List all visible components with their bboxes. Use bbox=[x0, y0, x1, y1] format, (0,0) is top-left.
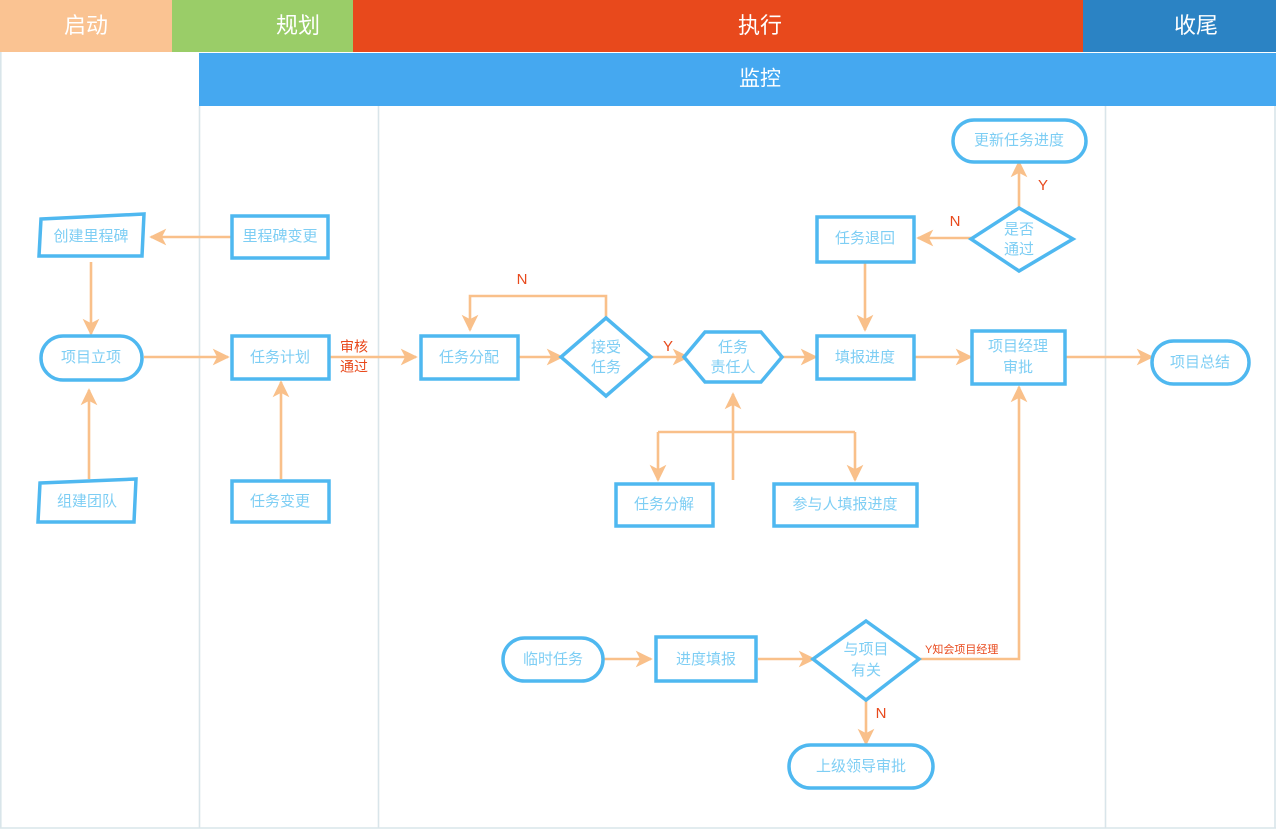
swimlane-dividers bbox=[0, 52, 1276, 829]
edge-label-approved-yes: Y bbox=[1038, 177, 1048, 194]
node-create-milestone[interactable]: 创建里程碑 bbox=[37, 212, 146, 258]
monitor-band[interactable]: 监控 bbox=[199, 53, 1276, 106]
node-update-task-progress[interactable]: 更新任务进度 bbox=[951, 118, 1088, 164]
node-progress-report-shape[interactable] bbox=[654, 635, 758, 683]
edge-related-yes-to-pm-approval bbox=[918, 385, 1028, 661]
node-task-return-label: 任务退回 bbox=[835, 230, 895, 247]
node-update-task-progress-label: 更新任务进度 bbox=[974, 132, 1064, 149]
node-fill-progress-shape[interactable] bbox=[815, 334, 916, 381]
node-task-return[interactable]: 任务退回 bbox=[815, 215, 916, 264]
node-create-milestone-shape[interactable] bbox=[37, 212, 146, 258]
phase-label-initiate: 启动 bbox=[64, 13, 108, 38]
node-project-summary[interactable]: 项目总结 bbox=[1150, 339, 1251, 386]
node-is-approved-label-line2: 通过 bbox=[1004, 241, 1034, 258]
phase-chevron-execute[interactable] bbox=[353, 0, 1118, 52]
edge-accept-task-no-to-task-assign bbox=[461, 294, 608, 332]
edge-label-accept-yes: Y bbox=[663, 338, 673, 355]
node-task-owner[interactable]: 任务 责任人 bbox=[681, 330, 785, 384]
node-task-change[interactable]: 任务变更 bbox=[230, 479, 331, 524]
node-accept-task[interactable]: 接受 任务 bbox=[558, 315, 654, 399]
node-accept-task-shape[interactable] bbox=[558, 315, 654, 399]
node-task-owner-label-line2: 责任人 bbox=[710, 359, 755, 376]
node-accept-task-label-line1: 接受 bbox=[591, 339, 621, 356]
phase-label-plan: 规划 bbox=[276, 13, 320, 38]
node-project-summary-label: 项目总结 bbox=[1170, 354, 1230, 371]
node-participant-report-shape[interactable] bbox=[772, 482, 919, 528]
node-task-plan[interactable]: 任务计划 bbox=[230, 334, 331, 381]
node-superior-approval-shape[interactable] bbox=[787, 743, 935, 790]
node-project-initiation-shape[interactable] bbox=[39, 334, 144, 382]
node-task-assign-shape[interactable] bbox=[419, 334, 520, 381]
node-temp-task-shape[interactable] bbox=[501, 636, 605, 683]
node-related-to-project-shape[interactable] bbox=[810, 618, 922, 703]
node-milestone-change-shape[interactable] bbox=[230, 214, 330, 260]
node-task-assign-label: 任务分配 bbox=[439, 349, 499, 366]
node-update-task-progress-shape[interactable] bbox=[951, 118, 1088, 164]
node-accept-task-label-line2: 任务 bbox=[591, 359, 621, 376]
monitor-band-rect[interactable] bbox=[199, 53, 1276, 106]
edge-labels: N 审核 通过 Y Y N Y知会项目经理 N bbox=[340, 177, 1048, 722]
node-project-initiation-label: 项目立项 bbox=[61, 349, 121, 366]
edge-label-review-pass-line1: 审核 bbox=[340, 339, 368, 355]
node-progress-report[interactable]: 进度填报 bbox=[654, 635, 758, 683]
node-task-plan-label: 任务计划 bbox=[250, 349, 310, 366]
node-task-breakdown-shape[interactable] bbox=[614, 482, 715, 528]
phase-label-execute: 执行 bbox=[738, 13, 782, 38]
node-pm-approval[interactable]: 项目经理 审批 bbox=[970, 329, 1067, 386]
node-milestone-change-label: 里程碑变更 bbox=[242, 228, 317, 245]
phase-chevron-plan[interactable] bbox=[172, 0, 388, 52]
node-task-breakdown[interactable]: 任务分解 bbox=[614, 482, 715, 528]
node-build-team[interactable]: 组建团队 bbox=[36, 477, 138, 524]
node-milestone-change[interactable]: 里程碑变更 bbox=[230, 214, 330, 260]
node-fill-progress[interactable]: 填报进度 bbox=[815, 334, 916, 381]
node-build-team-shape[interactable] bbox=[36, 477, 138, 524]
phase-chevron-initiate[interactable] bbox=[0, 0, 207, 52]
edge-label-reassign-no: N bbox=[517, 271, 528, 288]
node-task-owner-shape[interactable] bbox=[681, 330, 785, 384]
node-task-return-shape[interactable] bbox=[815, 215, 916, 264]
node-related-to-project-label-line2: 有关 bbox=[851, 662, 881, 679]
edge-label-related-yes-notify: Y知会项目经理 bbox=[925, 642, 998, 656]
node-create-milestone-label: 创建里程碑 bbox=[53, 228, 128, 245]
node-superior-approval-label: 上级领导审批 bbox=[816, 758, 906, 775]
phase-label-close: 收尾 bbox=[1174, 13, 1218, 38]
node-related-to-project[interactable]: 与项目 有关 bbox=[810, 618, 922, 703]
node-project-initiation[interactable]: 项目立项 bbox=[39, 334, 144, 382]
node-project-summary-shape[interactable] bbox=[1150, 339, 1251, 386]
node-pm-approval-shape[interactable] bbox=[970, 329, 1067, 386]
edge-label-related-no: N bbox=[876, 705, 887, 722]
edge-label-approved-no: N bbox=[950, 213, 961, 230]
node-is-approved-label-line1: 是否 bbox=[1004, 221, 1034, 238]
node-is-approved-shape[interactable] bbox=[967, 205, 1077, 274]
node-task-change-label: 任务变更 bbox=[250, 493, 310, 510]
node-fill-progress-label: 填报进度 bbox=[835, 349, 895, 366]
monitor-band-label: 监控 bbox=[739, 68, 781, 91]
node-pm-approval-label-line2: 审批 bbox=[1003, 359, 1033, 376]
node-task-plan-shape[interactable] bbox=[230, 334, 331, 381]
node-task-assign[interactable]: 任务分配 bbox=[419, 334, 520, 381]
node-superior-approval[interactable]: 上级领导审批 bbox=[787, 743, 935, 790]
node-participant-report[interactable]: 参与人填报进度 bbox=[772, 482, 919, 528]
node-build-team-label: 组建团队 bbox=[57, 493, 117, 510]
edge-label-review-pass-line2: 通过 bbox=[340, 359, 368, 375]
node-task-change-shape[interactable] bbox=[230, 479, 331, 524]
node-is-approved[interactable]: 是否 通过 bbox=[967, 205, 1077, 274]
node-task-breakdown-label: 任务分解 bbox=[634, 496, 694, 513]
node-temp-task[interactable]: 临时任务 bbox=[501, 636, 605, 683]
node-progress-report-label: 进度填报 bbox=[676, 651, 736, 668]
node-task-owner-label-line1: 任务 bbox=[718, 339, 748, 356]
flow-connectors bbox=[80, 160, 1154, 746]
phase-chevron-close[interactable] bbox=[1083, 0, 1276, 52]
node-pm-approval-label-line1: 项目经理 bbox=[988, 338, 1048, 355]
phase-header-bar: 启动 规划 执行 收尾 bbox=[0, 0, 1276, 52]
node-participant-report-label: 参与人填报进度 bbox=[792, 496, 897, 513]
node-related-to-project-label-line1: 与项目 bbox=[843, 641, 888, 658]
node-temp-task-label: 临时任务 bbox=[523, 651, 583, 668]
